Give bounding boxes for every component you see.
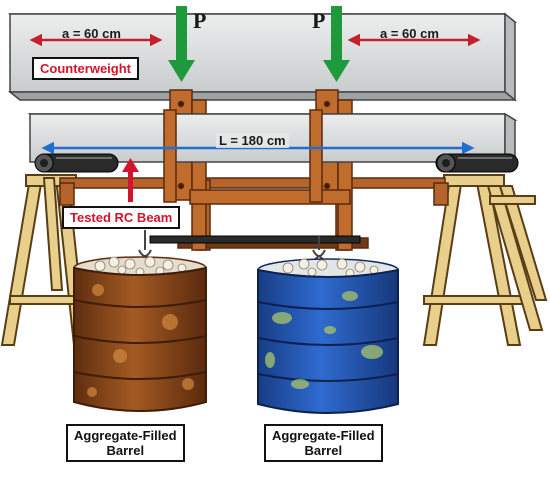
lower-spreader-bar — [149, 235, 361, 244]
right-barrel-caption-line-1: Aggregate-Filled — [272, 428, 375, 443]
tested-beam-label: Tested RC Beam — [62, 206, 181, 229]
span-label: L = 180 cm — [216, 133, 289, 148]
left-roller-support — [34, 153, 119, 173]
left-dimension-label: a = 60 cm — [62, 26, 121, 41]
left-load-label: P — [193, 8, 207, 33]
right-aggregate-barrel — [257, 258, 399, 414]
counterweight-beam — [7, 12, 518, 102]
right-sawhorse — [422, 174, 548, 346]
counterweight-label: Counterweight — [32, 57, 139, 80]
right-roller-support — [435, 153, 519, 173]
left-aggregate-barrel — [73, 256, 207, 412]
right-dimension-label: a = 60 cm — [380, 26, 439, 41]
tested-beam-pointer — [122, 158, 139, 202]
left-barrel-caption: Aggregate-Filled Barrel — [66, 424, 185, 462]
right-load-arrow — [323, 6, 350, 82]
right-barrel-caption: Aggregate-Filled Barrel — [264, 424, 383, 462]
left-barrel-caption-line-2: Barrel — [106, 443, 145, 458]
right-load-label: P — [312, 8, 326, 33]
left-load-arrow — [168, 6, 195, 82]
hanger-straps — [163, 109, 323, 203]
left-barrel-caption-line-1: Aggregate-Filled — [74, 428, 177, 443]
right-barrel-caption-line-2: Barrel — [304, 443, 343, 458]
